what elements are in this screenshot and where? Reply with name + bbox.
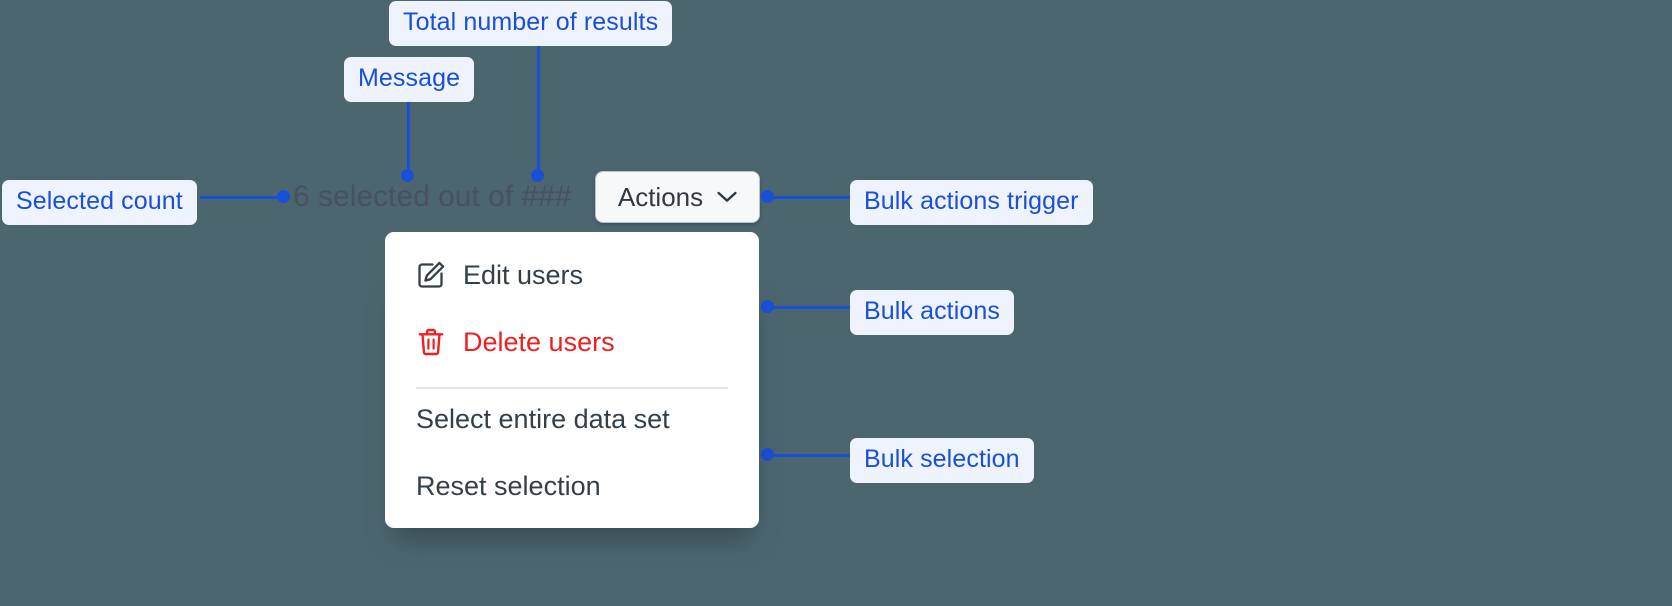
connector-dot-message [401, 169, 414, 182]
menu-item-edit-users-label: Edit users [463, 259, 584, 290]
connector-dot-bulk-selection [761, 448, 774, 461]
bulk-actions-dropdown-menu: Edit users Delete users Select entire da… [385, 232, 759, 528]
connector-bulk-actions [765, 306, 855, 309]
connector-dot-bulk-actions [761, 300, 774, 313]
connector-total-results [537, 39, 540, 175]
bulk-actions-trigger-button[interactable]: Actions [595, 171, 760, 223]
bulk-actions-trigger-label: Actions [617, 182, 704, 212]
connector-dot-bulk-actions-trigger [761, 190, 774, 203]
connector-selected-count [200, 196, 290, 199]
edit-pencil-square-icon [416, 260, 446, 290]
connector-bulk-selection [765, 454, 855, 457]
connector-message [407, 93, 410, 175]
menu-item-delete-users-label: Delete users [463, 326, 615, 357]
annotation-total-number-of-results: Total number of results [389, 1, 673, 46]
connector-dot-selected-count [277, 190, 290, 203]
annotation-bulk-actions: Bulk actions [850, 290, 1014, 335]
menu-item-select-entire-data-set-label: Select entire data set [416, 403, 670, 434]
annotation-bulk-actions-trigger: Bulk actions trigger [850, 180, 1093, 225]
menu-item-reset-selection[interactable]: Reset selection [385, 463, 759, 509]
menu-item-reset-selection-label: Reset selection [416, 470, 601, 501]
selected-count-message: 6 selected out of ### [293, 180, 572, 213]
menu-divider [416, 387, 728, 389]
menu-item-select-entire-data-set[interactable]: Select entire data set [385, 396, 759, 442]
annotation-bulk-selection: Bulk selection [850, 438, 1034, 483]
chevron-down-icon [717, 191, 737, 203]
annotation-message: Message [344, 57, 475, 102]
menu-item-delete-users[interactable]: Delete users [385, 319, 759, 365]
connector-bulk-actions-trigger [765, 196, 855, 199]
annotation-selected-count: Selected count [2, 180, 197, 225]
menu-item-edit-users[interactable]: Edit users [385, 252, 759, 298]
connector-dot-total-results [531, 169, 544, 182]
trash-icon [416, 327, 446, 357]
